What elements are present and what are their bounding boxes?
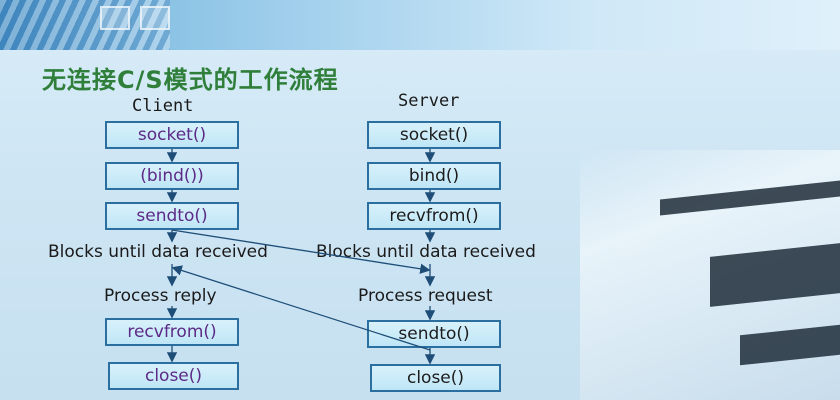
client-socket-box: socket() [105,121,239,149]
server-wait-label: Blocks until data received [316,242,536,262]
server-recvfrom-box: recvfrom() [367,202,501,230]
server-close-box: close() [370,364,501,392]
server-socket-box: socket() [367,121,501,149]
server-bind-box: bind() [367,162,501,190]
decor-tile [100,6,130,30]
server-header: Server [398,91,460,111]
client-process-label: Process reply [104,286,217,306]
client-header: Client [132,96,194,116]
slide-title: 无连接C/S模式的工作流程 [42,66,339,94]
client-sendto-box: sendto() [105,202,239,230]
client-bind-box: (bind()) [105,162,239,190]
server-process-label: Process request [358,286,493,306]
server-sendto-box: sendto() [367,320,501,348]
arrow-request [171,229,431,274]
client-close-box: close() [108,362,239,390]
client-wait-label: Blocks until data received [48,242,268,262]
background-device-image [580,150,840,400]
client-recvfrom-box: recvfrom() [105,318,239,346]
header-decoration [0,0,170,50]
decor-tile [140,6,170,30]
arrow-reply [171,265,431,351]
